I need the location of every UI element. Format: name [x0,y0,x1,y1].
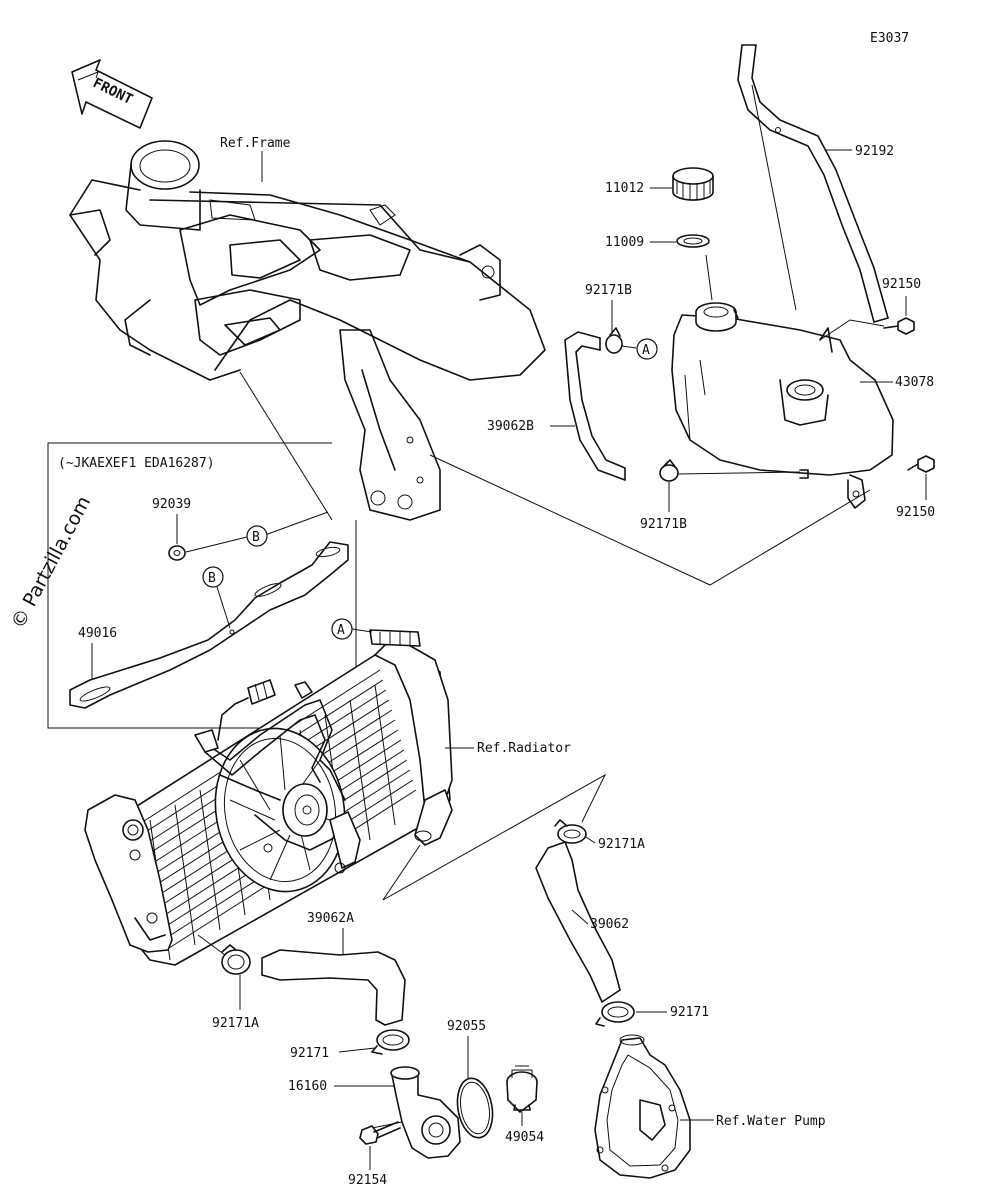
part-92154-label: 92154 [348,1173,387,1188]
ref-water-pump-label: Ref.Water Pump [716,1114,826,1129]
bolt-bottom-icon [907,455,935,473]
ref-frame-label: Ref.Frame [220,136,291,151]
part-16160-label: 16160 [288,1079,327,1094]
reservoir-tank [671,302,894,509]
part-92039-label: 92039 [152,497,191,512]
clamp-top-icon [605,327,623,354]
clamp-92171-right-icon [595,1001,635,1027]
frame-to-tank-leader [429,454,871,586]
part-92150-bottom-label: 92150 [896,505,935,520]
part-39062-label: 39062 [590,917,629,932]
diagram-code: E3037 [870,31,909,46]
bolt-92154-icon [359,1121,401,1145]
reservoir-cap-icon [672,167,714,201]
part-11009-label: 11009 [605,235,644,250]
bracket [69,541,349,709]
callout-b-top [246,525,268,547]
clamp-92171A-right-icon [554,819,587,844]
part-92171A-left-label: 92171A [212,1016,259,1031]
callout-a-radiator-label: A [337,623,345,638]
lower-hose [261,949,406,1026]
upper-hose [535,841,621,1003]
part-92171B-top-label: 92171B [585,283,632,298]
overflow-hose [737,44,889,323]
part-39062B-label: 39062B [487,419,534,434]
part-92150-top-label: 92150 [882,277,921,292]
variant-box [47,371,357,729]
o-ring-icon [456,1077,494,1139]
callout-b-bottom-label: B [208,571,216,586]
variant-box-title: (~JKAEXEF1 EDA16287) [58,456,215,471]
reservoir-gasket-icon [676,234,710,248]
ref-radiator-label: Ref.Radiator [477,741,571,756]
watermark: © Partzilla.com [7,493,95,633]
clamp-92171A-left-icon [221,944,251,975]
thermostat-housing [371,1066,461,1159]
thermostat-icon [506,1065,538,1113]
front-arrow-icon: FRONT [71,59,153,129]
nut-icon [168,545,186,561]
clamp-bottom-icon [659,459,679,482]
bolt-top-icon [883,317,915,335]
water-pump [594,1034,691,1179]
frame-illustration [69,140,546,521]
part-92171B-bottom-label: 92171B [640,517,687,532]
part-43078-label: 43078 [895,375,934,390]
callout-b-top-label: B [252,530,260,545]
hose-bracket-leader [382,773,607,901]
reservoir-hose [564,331,626,481]
part-92192-label: 92192 [855,144,894,159]
part-92171-left-label: 92171 [290,1046,329,1061]
part-39062A-label: 39062A [307,911,354,926]
callout-b-bottom [202,566,224,588]
radiator-assembly [84,629,453,966]
callout-a-top [636,338,658,360]
part-49016-label: 49016 [78,626,117,641]
part-49054-label: 49054 [505,1130,544,1145]
part-92055-label: 92055 [447,1019,486,1034]
clamp-92171-left-icon [371,1029,410,1055]
part-92171-right-label: 92171 [670,1005,709,1020]
part-92171A-right-label: 92171A [598,837,645,852]
part-11012-label: 11012 [605,181,644,196]
callout-a-top-label: A [642,343,650,358]
